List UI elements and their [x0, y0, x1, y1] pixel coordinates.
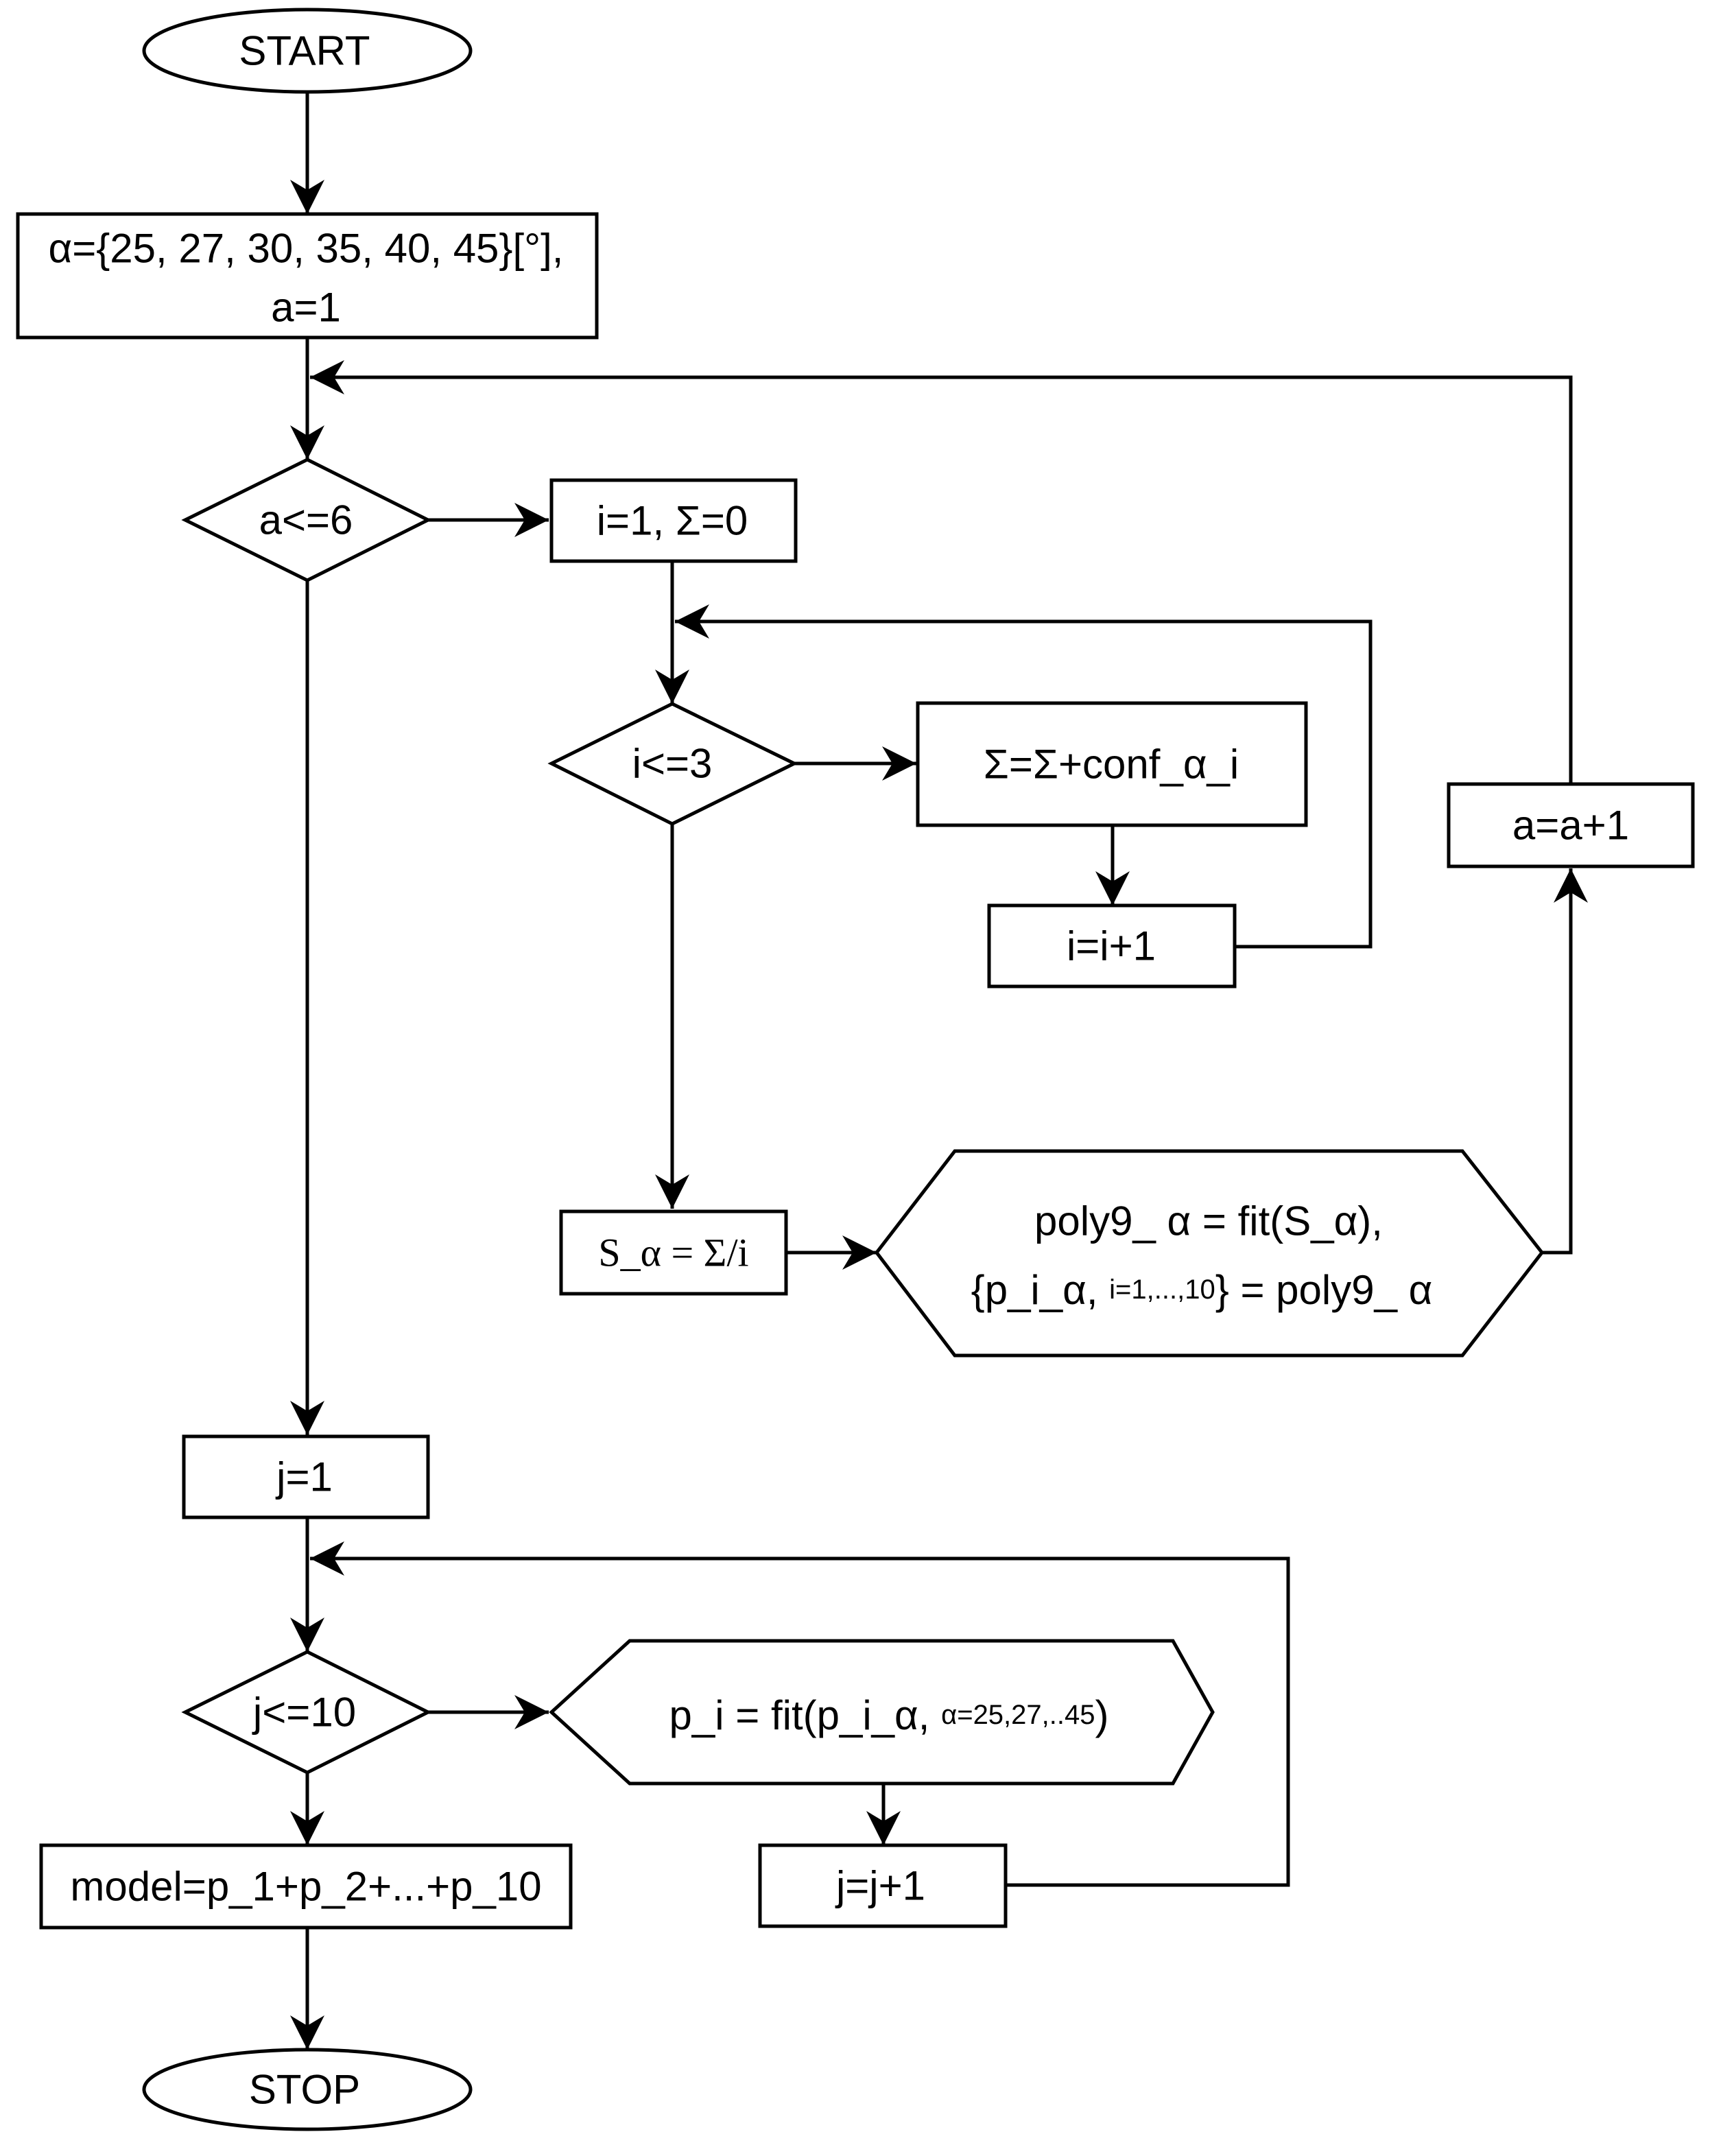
s-alpha-label: S_α = Σ/i [598, 1231, 748, 1275]
poly-fit-label: poly9_ α = fit(S_α), [1034, 1198, 1383, 1244]
init-alpha-label: α={25, 27, 30, 35, 40, 45}[°], [49, 226, 564, 272]
cond-a-node: a<=6 [181, 458, 432, 582]
start-label: START [239, 28, 370, 74]
inc-j-label: j=j+1 [835, 1863, 925, 1909]
inc-a-node: a=a+1 [1447, 782, 1695, 868]
connectors [290, 93, 1588, 2050]
inc-a-label: a=a+1 [1512, 803, 1629, 849]
fit-p-label: p_i = fit(p_i_α, α=25,27,..45) [669, 1692, 1109, 1738]
init-i-label: i=1, Σ=0 [597, 498, 748, 544]
init-a-label: a=1 [271, 285, 341, 331]
inc-j-node: j=j+1 [758, 1843, 1008, 1928]
cond-i-node: i<=3 [547, 702, 798, 826]
loop-inc-a-to-cond-a [310, 360, 1573, 784]
s-alpha-node: S_α = Σ/i [559, 1209, 788, 1296]
fit-p-node: p_i = fit(p_i_α, α=25,27,..45) [549, 1639, 1215, 1786]
init-j-label: j=1 [275, 1454, 333, 1500]
model-node: model=p_1+p_2+...+p_10 [39, 1843, 573, 1930]
cond-j-label: j<=10 [252, 1690, 356, 1736]
init-alpha-node: α={25, 27, 30, 35, 40, 45}[°], a=1 [16, 212, 599, 340]
cond-j-node: j<=10 [181, 1650, 432, 1775]
cond-a-label: a<=6 [259, 497, 353, 543]
start-node: START [142, 8, 473, 94]
sum-label: Σ=Σ+conf_α_i [984, 742, 1239, 787]
inc-i-label: i=i+1 [1067, 923, 1156, 969]
inc-i-node: i=i+1 [987, 903, 1237, 988]
init-j-node: j=1 [182, 1434, 430, 1519]
loop-inc-i-to-cond-i [675, 604, 1373, 949]
sum-node: Σ=Σ+conf_α_i [916, 701, 1308, 827]
arrow-poly-to-inc-a [1542, 868, 1588, 1255]
cond-i-label: i<=3 [632, 741, 713, 787]
poly-coeffs-label: {p_i_α, i=1,...,10} = poly9_ α [971, 1267, 1433, 1313]
init-i-node: i=1, Σ=0 [549, 478, 798, 563]
stop-node: STOP [142, 2048, 473, 2131]
stop-label: STOP [249, 2067, 360, 2113]
loop-inc-j-to-cond-j [310, 1541, 1290, 1887]
model-label: model=p_1+p_2+...+p_10 [70, 1864, 541, 1910]
poly-fit-node: poly9_ α = fit(S_α), {p_i_α, i=1,...,10}… [874, 1149, 1545, 1358]
